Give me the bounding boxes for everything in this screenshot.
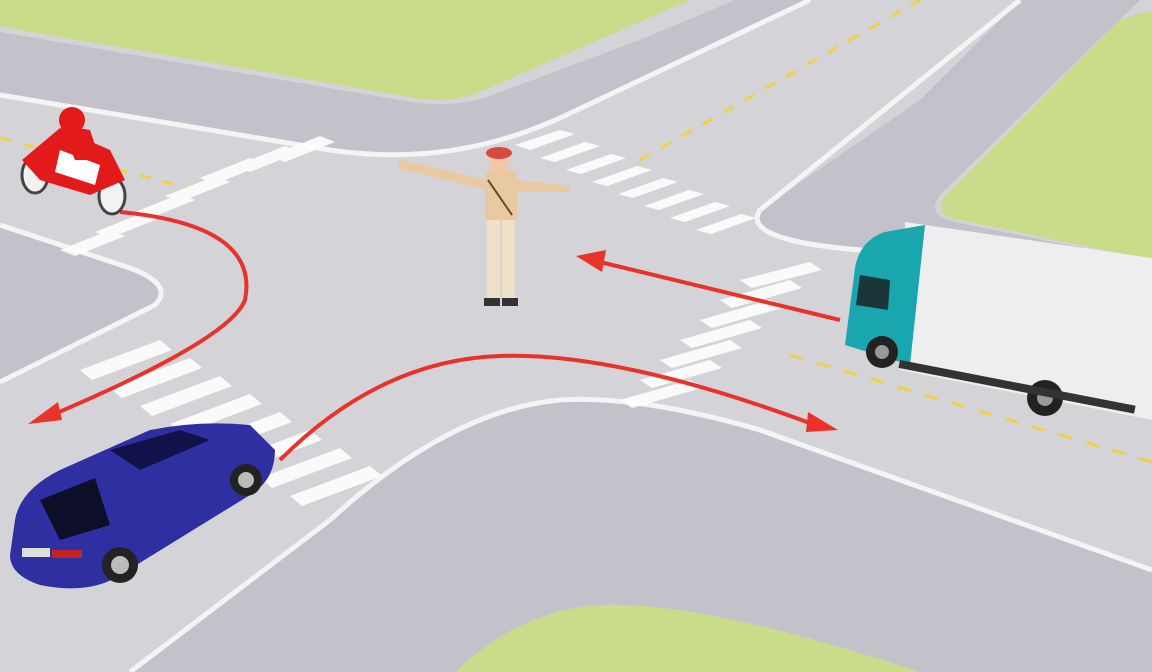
car-icon (10, 423, 275, 589)
curb-top-left (0, 0, 812, 158)
grass-bottom (455, 604, 920, 672)
sidewalk-left (0, 225, 162, 380)
sidewalk-top-right (757, 0, 1152, 270)
lane-line-top (639, 0, 921, 162)
curb-bottom (128, 396, 1152, 672)
curb-left (0, 222, 164, 385)
blue-car (10, 423, 275, 589)
arrow-truck-straight (576, 250, 841, 322)
truck-icon (845, 222, 1152, 420)
traffic-officer (398, 147, 570, 306)
grass-top-left (0, 0, 690, 100)
arrow-car-right-turn (278, 353, 838, 462)
sidewalk-top-left (0, 0, 810, 155)
traffic-police-icon (398, 147, 570, 306)
lane-line-right (789, 353, 1152, 464)
crosswalk-left (60, 136, 335, 256)
grass-top-right (941, 10, 1152, 260)
crosswalk-top (515, 130, 756, 234)
curb-top-right (754, 0, 1152, 273)
truck (845, 222, 1152, 420)
sidewalk-bottom (130, 399, 1152, 672)
motorbike (20, 107, 127, 216)
crosswalk-right (620, 262, 822, 408)
motorbike-icon (20, 107, 127, 216)
arrow-motorbike-left-turn (28, 210, 249, 424)
